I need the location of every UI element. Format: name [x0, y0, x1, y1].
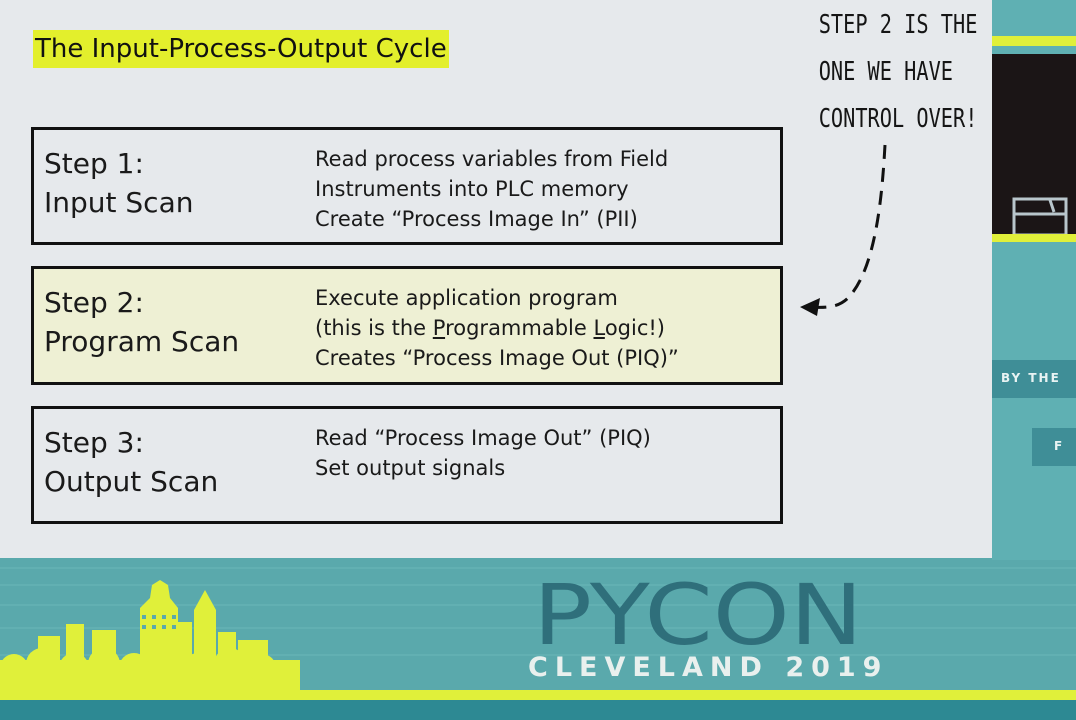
handwritten-annotation: STEP 2 IS THE ONE WE HAVE CONTROL OVER!: [818, 2, 978, 143]
desc-text: (this is the: [315, 316, 433, 340]
skyline-graphic: [0, 580, 300, 700]
robot-arm-image: [1012, 197, 1068, 237]
video-thumbnail: [992, 54, 1076, 237]
step-2-desc-line: (this is the Programmable Logic!): [315, 313, 679, 343]
step-2-desc-line: Execute application program: [315, 286, 618, 310]
pycon-subtitle: CLEVELAND 2019: [528, 652, 889, 683]
step-1-title: Input Scan: [44, 186, 194, 219]
step-2-number: Step 2:: [44, 286, 144, 319]
step-2-desc-line: Creates “Process Image Out (PIQ)”: [315, 346, 679, 370]
step-1-desc-line: Create “Process Image In” (PII): [315, 207, 638, 231]
side-panel-letter: F: [1054, 439, 1065, 453]
step-3-number: Step 3:: [44, 426, 144, 459]
step-1-description: Read process variables from Field Instru…: [315, 144, 668, 234]
step-2-box: Step 2: Program Scan Execute application…: [31, 266, 783, 385]
step-2-label: Step 2: Program Scan: [44, 283, 239, 361]
underlined-letter: P: [432, 316, 446, 340]
desc-text: rogrammable: [445, 316, 594, 340]
step-2-description: Execute application program (this is the…: [315, 283, 679, 373]
presentation-slide: The Input-Process-Output Cycle Step 1: I…: [0, 0, 992, 558]
side-video-panel: BY THE F: [992, 0, 1076, 560]
slide-title: The Input-Process-Output Cycle: [33, 30, 449, 68]
step-1-number: Step 1:: [44, 147, 144, 180]
pycon-logo: PYCON: [533, 570, 863, 650]
step-1-label: Step 1: Input Scan: [44, 144, 193, 222]
step-3-desc-line: Set output signals: [315, 456, 506, 480]
pycon-logo-text: PYCON: [533, 570, 863, 650]
underlined-letter: L: [593, 316, 605, 340]
step-1-box: Step 1: Input Scan Read process variable…: [31, 127, 783, 245]
step-3-desc-line: Read “Process Image Out” (PIQ): [315, 426, 651, 450]
step-3-description: Read “Process Image Out” (PIQ) Set outpu…: [315, 423, 651, 483]
desc-text: ogic!): [604, 316, 665, 340]
side-panel-text: BY THE: [1001, 371, 1061, 385]
step-1-desc-line: Read process variables from Field: [315, 147, 669, 171]
annotation-line: CONTROL OVER!: [818, 104, 978, 134]
step-3-label: Step 3: Output Scan: [44, 423, 218, 501]
step-3-title: Output Scan: [44, 465, 219, 498]
dashed-arrow-icon: [800, 144, 887, 316]
step-3-box: Step 3: Output Scan Read “Process Image …: [31, 406, 783, 524]
annotation-line: STEP 2 IS THE: [818, 10, 978, 40]
step-1-desc-line: Instruments into PLC memory: [315, 177, 629, 201]
step-2-title: Program Scan: [44, 325, 240, 358]
annotation-line: ONE WE HAVE: [818, 57, 954, 87]
